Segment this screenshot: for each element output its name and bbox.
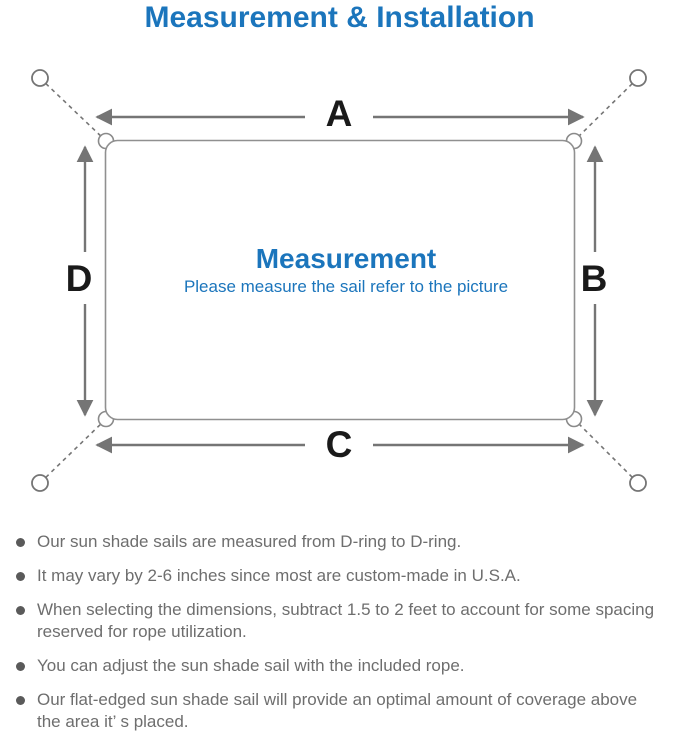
sail-outline bbox=[104, 139, 576, 421]
list-item: Our sun shade sails are measured from D-… bbox=[16, 531, 673, 553]
list-item: When selecting the dimensions, subtract … bbox=[16, 599, 673, 643]
anchor-ring-icon-bottom-right bbox=[629, 474, 647, 492]
page-title: Measurement & Installation bbox=[144, 1, 535, 34]
note-text: Our flat-edged sun shade sail will provi… bbox=[37, 690, 638, 731]
dimension-label-c: C bbox=[326, 424, 353, 465]
anchor-ring-icon-bottom-left bbox=[31, 474, 49, 492]
dimension-lines bbox=[76, 108, 604, 454]
rope-line-top-left bbox=[39, 77, 107, 142]
rope-line-top-right bbox=[573, 77, 639, 142]
bullet-icon bbox=[16, 538, 25, 547]
diagram-center-title: Measurement bbox=[256, 243, 437, 274]
rope-line-bottom-right bbox=[573, 418, 639, 484]
note-text: It may vary by 2-6 inches since most are… bbox=[37, 566, 521, 585]
notes-list: Our sun shade sails are measured from D-… bbox=[16, 531, 673, 739]
rope-lines bbox=[39, 77, 639, 484]
dimension-label-b: B bbox=[581, 258, 608, 299]
list-item: Our flat-edged sun shade sail will provi… bbox=[16, 689, 673, 733]
list-item: You can adjust the sun shade sail with t… bbox=[16, 655, 673, 677]
bullet-icon bbox=[16, 606, 25, 615]
note-text: Our sun shade sails are measured from D-… bbox=[37, 532, 462, 551]
dimension-label-a: A bbox=[326, 93, 353, 134]
note-text: You can adjust the sun shade sail with t… bbox=[37, 656, 465, 675]
bullet-icon bbox=[16, 572, 25, 581]
anchor-rings bbox=[31, 69, 647, 492]
note-text: When selecting the dimensions, subtract … bbox=[37, 600, 655, 641]
anchor-ring-icon-top-left bbox=[31, 69, 49, 87]
list-item: It may vary by 2-6 inches since most are… bbox=[16, 565, 673, 587]
anchor-ring-icon-top-right bbox=[629, 69, 647, 87]
bullet-icon bbox=[16, 662, 25, 671]
dimension-label-d: D bbox=[66, 258, 93, 299]
rope-line-bottom-left bbox=[39, 418, 107, 484]
diagram-center-subtitle: Please measure the sail refer to the pic… bbox=[184, 277, 508, 296]
bullet-icon bbox=[16, 696, 25, 705]
